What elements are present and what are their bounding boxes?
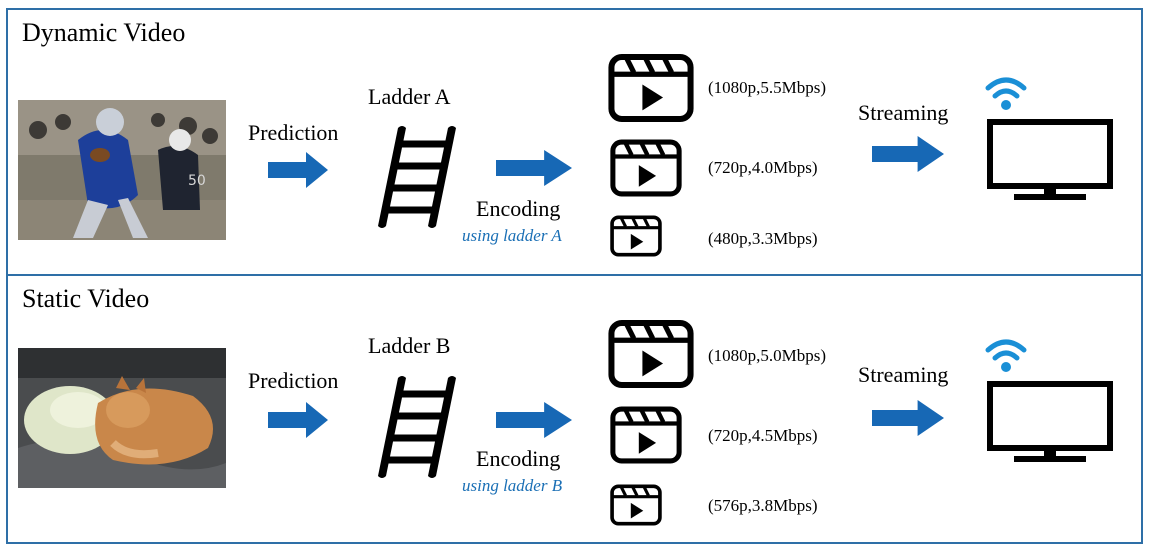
- rendition-576p: (576p,3.8Mbps): [708, 496, 818, 515]
- rendition-1080p: (1080p,5.0Mbps): [708, 346, 827, 365]
- football-player-photo: 50: [18, 100, 226, 240]
- ladder-icon: [376, 122, 456, 232]
- dynamic-video-panel: Dynamic Video: [6, 8, 1143, 276]
- ladder-label: Ladder B: [368, 333, 451, 358]
- video-icon-large: [608, 52, 694, 124]
- arrow-icon: [268, 152, 328, 188]
- video-icon-large: [608, 318, 694, 390]
- sleeping-cat-photo: [18, 348, 226, 488]
- static-video-panel: Static Video: [6, 276, 1143, 544]
- encoding-subtitle: using ladder B: [462, 476, 563, 495]
- arrow-icon: [872, 136, 944, 172]
- encoding-label: Encoding: [476, 446, 561, 471]
- svg-text:50: 50: [188, 173, 206, 189]
- ladder-label: Ladder A: [368, 84, 451, 109]
- video-icon-small: [610, 482, 662, 528]
- row-title: Static Video: [22, 284, 150, 313]
- tv-icon: [986, 380, 1114, 464]
- tv-icon: [986, 118, 1114, 202]
- ladder-icon: [376, 372, 456, 482]
- rendition-720p: (720p,4.5Mbps): [708, 426, 818, 445]
- arrow-icon: [872, 400, 944, 436]
- row-title: Dynamic Video: [22, 18, 186, 47]
- arrow-icon: [496, 402, 572, 438]
- video-icon-medium: [610, 137, 682, 199]
- encoding-label: Encoding: [476, 196, 561, 221]
- wifi-icon: [984, 76, 1028, 112]
- rendition-480p: (480p,3.3Mbps): [708, 229, 818, 248]
- prediction-label: Prediction: [248, 368, 339, 393]
- rendition-1080p: (1080p,5.5Mbps): [708, 78, 827, 97]
- encoding-subtitle: using ladder A: [462, 226, 562, 245]
- streaming-label: Streaming: [858, 100, 949, 125]
- arrow-icon: [496, 150, 572, 186]
- rendition-720p: (720p,4.0Mbps): [708, 158, 818, 177]
- prediction-label: Prediction: [248, 120, 339, 145]
- streaming-label: Streaming: [858, 362, 949, 387]
- arrow-icon: [268, 402, 328, 438]
- wifi-icon: [984, 338, 1028, 374]
- video-icon-medium: [610, 404, 682, 466]
- video-icon-small: [610, 213, 662, 259]
